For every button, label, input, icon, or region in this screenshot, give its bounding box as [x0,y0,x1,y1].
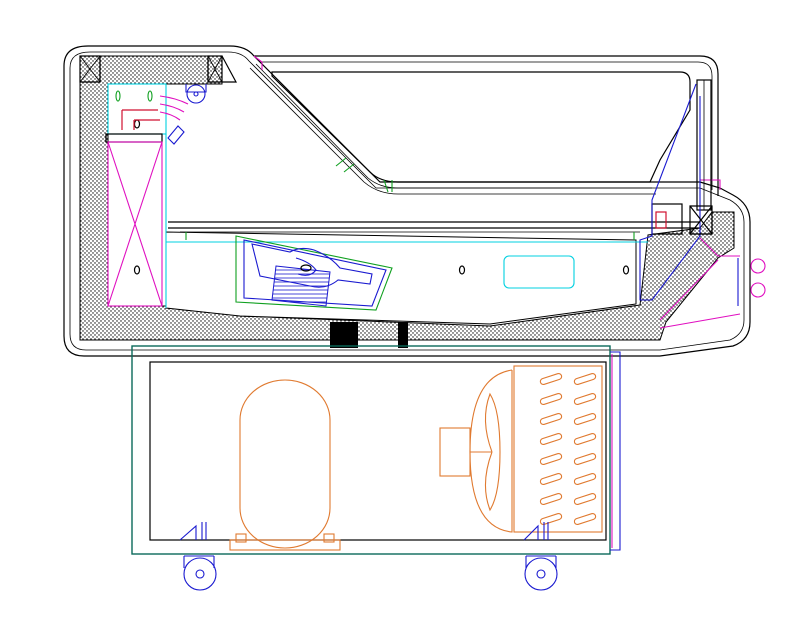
machine-compartment [131,345,621,555]
condenser-fan-icon [439,369,513,533]
right-air-duct [639,83,766,329]
glass-canopy [249,55,721,211]
drain-blocks [330,322,408,348]
evaporator-assembly [235,235,630,311]
compartment-feet [179,522,549,541]
cabinet-outer-shell [63,45,751,357]
compressor-icon [229,379,341,551]
display-deck [166,221,700,243]
evaporator-coil-icon [271,265,331,307]
caster-wheel-icon [183,555,217,591]
cabinet-insulation [79,55,735,341]
caster-wheel-icon [524,555,558,591]
left-air-duct [79,55,238,308]
condenser-coil [513,365,603,533]
caster-wheel-icon [185,84,207,104]
